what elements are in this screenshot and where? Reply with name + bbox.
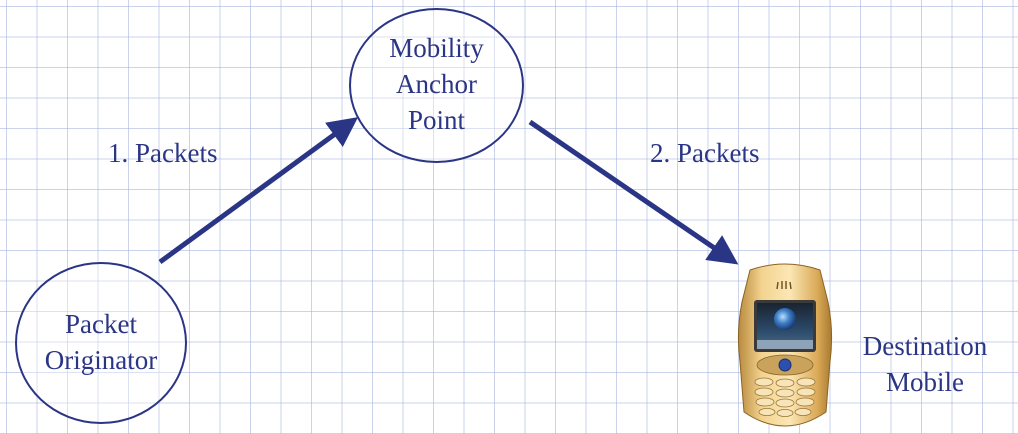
mobility-anchor-point-label: Mobility Anchor Point [389, 33, 484, 135]
edge-label-1: 1. Packets [108, 138, 218, 168]
arrow-originator-to-anchor [158, 117, 359, 265]
packet-originator-label: Packet Originator [44, 309, 158, 375]
mobility-anchor-point-node [349, 8, 524, 163]
destination-mobile-label: Destination Mobile [862, 331, 988, 397]
edge-label-2: 2. Packets [650, 138, 760, 168]
arrow-anchor-to-destination [528, 119, 739, 265]
packet-originator-node [15, 262, 187, 424]
mobile-phone-icon [737, 263, 833, 427]
